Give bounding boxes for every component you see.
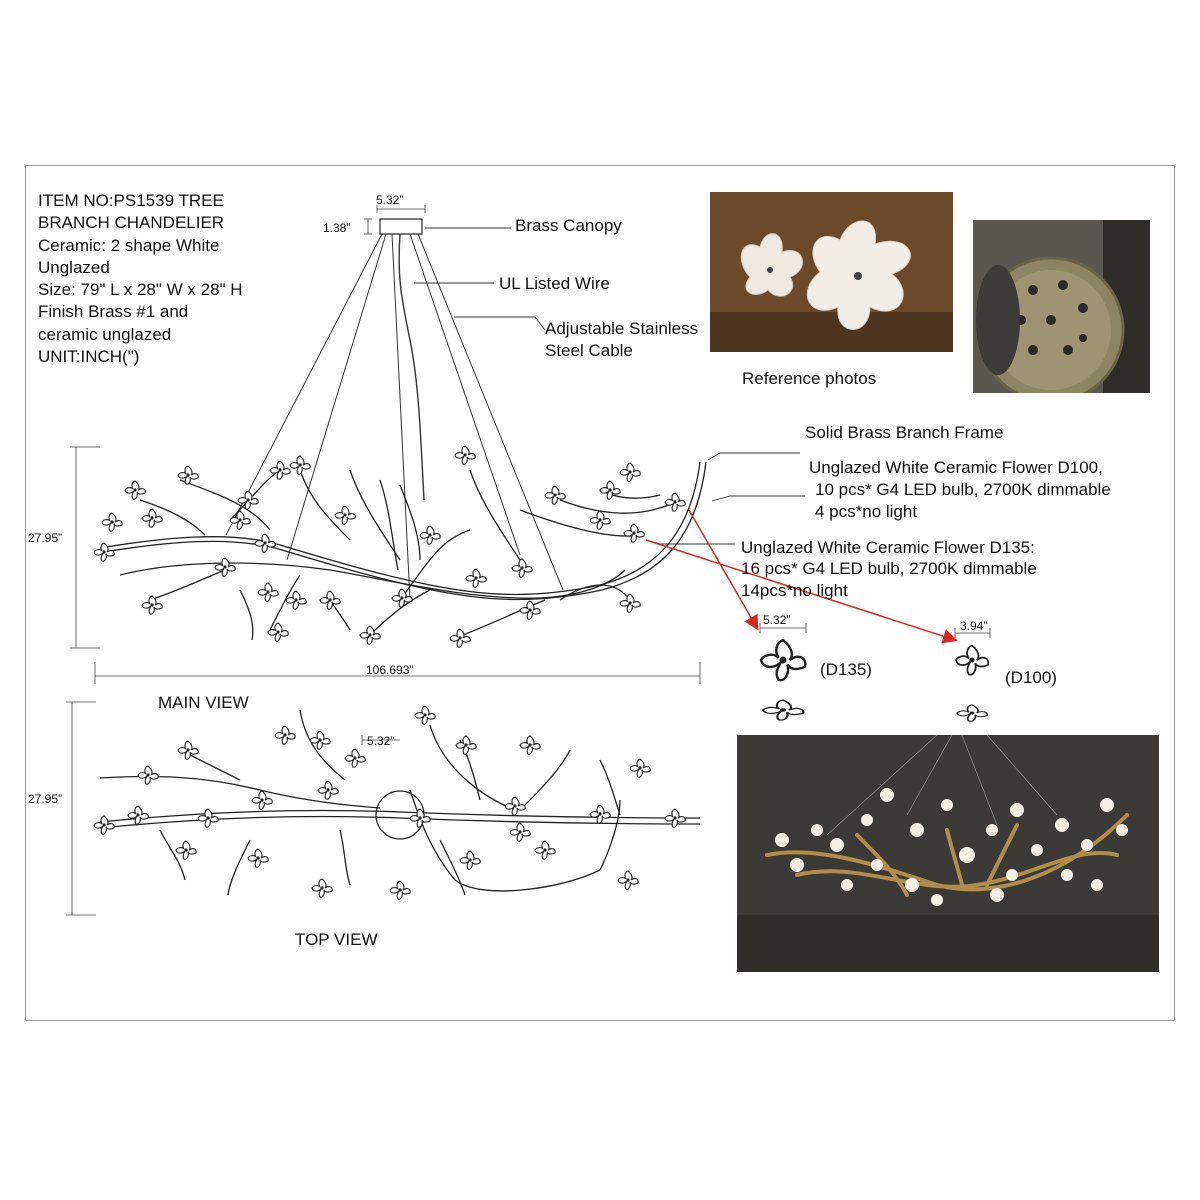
reference-photo-flowers xyxy=(710,192,953,352)
flower-callout-arrows xyxy=(645,509,958,644)
canopy-width-dimension: 5.32” xyxy=(376,193,404,207)
d135-label-line2: 16 pcs* G4 LED bulb, 2700K dimmable xyxy=(741,559,1037,578)
product-photo xyxy=(737,735,1159,972)
d100-label-line2: 10 pcs* G4 LED bulb, 2700K dimmable xyxy=(815,480,1111,499)
main-view-title: MAIN VIEW xyxy=(158,693,249,712)
spec-line: Ceramic: 2 shape White xyxy=(38,235,220,255)
brass-canopy-label: Brass Canopy xyxy=(515,216,622,235)
spec-line: Finish Brass #1 and xyxy=(38,302,189,322)
main-height-dimension: 27.95” xyxy=(28,531,63,545)
top-view-title: TOP VIEW xyxy=(295,930,378,949)
spec-line: Size: 79" L x 28" W x 28" H xyxy=(38,280,243,300)
d100-label-line1: Unglazed White Ceramic Flower D100, xyxy=(809,458,1103,477)
spec-block: ITEM NO:PS1539 TREE BRANCH CHANDELIER Ce… xyxy=(38,190,243,368)
d100-width-dimension: 3.94” xyxy=(960,619,988,633)
suspension-cables xyxy=(225,233,564,601)
main-length-dimension: 106.693” xyxy=(366,663,414,677)
flower-d135-detail xyxy=(759,623,807,722)
d135-tag: (D135) xyxy=(820,660,872,679)
spec-line: ITEM NO:PS1539 TREE xyxy=(38,191,224,210)
flower-d100-detail xyxy=(954,628,991,723)
spec-line: Unglazed xyxy=(38,257,110,277)
top-center-dimension: 5.32” xyxy=(367,734,395,748)
cable-label-line1: Adjustable Stainless xyxy=(545,319,699,338)
d135-label-line3: 14pcs*no light xyxy=(741,581,848,600)
spec-line: BRANCH CHANDELIER xyxy=(38,213,225,233)
d100-label-line3: 4 pcs*no light xyxy=(815,502,918,521)
reference-photo-brass-disc xyxy=(973,220,1150,393)
branch-frame-label: Solid Brass Branch Frame xyxy=(805,423,1004,442)
top-view-dimension-lines xyxy=(66,701,400,916)
ul-wire-label: UL Listed Wire xyxy=(499,274,610,293)
canopy-height-dimension: 1.38” xyxy=(323,221,351,235)
cable-label-line2: Steel Cable xyxy=(545,341,633,360)
d135-label-line1: Unglazed White Ceramic Flower D135: xyxy=(741,538,1035,557)
top-view-branches xyxy=(99,709,701,896)
reference-photos-label: Reference photos xyxy=(742,369,877,388)
main-view-dimension-lines xyxy=(70,446,701,684)
d135-width-dimension: 5.32” xyxy=(763,613,791,627)
spec-line: UNIT:INCH(") xyxy=(38,347,140,367)
brass-canopy xyxy=(364,205,426,235)
d100-tag: (D100) xyxy=(1005,668,1057,687)
drawing-sheet-border xyxy=(25,165,1175,1021)
spec-line: ceramic unglazed xyxy=(38,324,172,344)
top-height-dimension: 27.95” xyxy=(28,792,63,806)
